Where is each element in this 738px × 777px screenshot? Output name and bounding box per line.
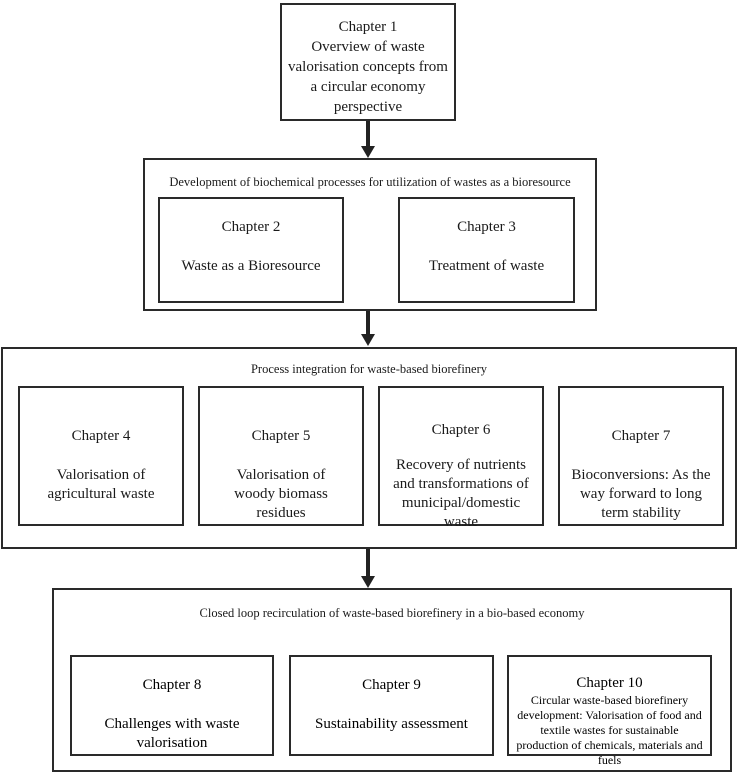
chapter-label: Chapter 6 [431,422,491,438]
chapter-label: Chapter 7 [611,428,671,444]
group-biochemical-processes: Development of biochemical processes for… [143,158,597,311]
group-title: Closed loop recirculation of waste-based… [199,606,585,620]
arrow-3-line [366,549,370,577]
chapter-desc: Challenges with waste valorisation [104,716,240,751]
chapter-desc: Treatment of waste [428,258,545,274]
arrow-3-head-icon [361,576,375,588]
chapter-label: Chapter 1 [338,19,398,35]
chapter-label: Chapter 5 [251,428,311,444]
chapter-8-card: Chapter 8 Challenges with waste valorisa… [70,655,274,756]
chapter-desc: Bioconversions: As the way forward to lo… [571,467,711,521]
arrow-2-line [366,311,370,335]
group-process-integration: Process integration for waste-based bior… [1,347,737,549]
chapter-desc: Valorisation of agricultural waste [47,467,155,502]
chapter-desc: Valorisation of woody biomass residues [234,467,328,521]
chapter-label: Chapter 3 [457,219,516,235]
chapter-label: Chapter 4 [71,428,131,444]
chapter-2-box: Chapter 2 Waste as a Bioresource [158,197,344,303]
chapter-1-box: Chapter 1 Overview of waste valorisation… [280,3,456,121]
chapter-9-card: Chapter 9 Sustainability assessment [289,655,494,756]
chapter-7-box: Chapter 7 Bioconversions: As the way for… [558,386,724,526]
chapter-label: Chapter 9 [362,677,421,693]
chapter-3-box: Chapter 3 Treatment of waste [398,197,575,303]
chapter-10-card: Chapter 10 Circular waste-based biorefin… [507,655,712,767]
group-closed-loop: Closed loop recirculation of waste-based… [52,588,732,772]
chapter-desc: Sustainability assessment [315,716,468,732]
group-title: Process integration for waste-based bior… [250,362,488,376]
chapter-desc: Waste as a Bioresource [181,258,321,274]
chapter-4-box: Chapter 4 Valorisation of agricultural w… [18,386,184,526]
chapter-desc: Overview of waste valorisation concepts … [288,39,448,115]
chapter-desc: Circular waste-based biorefinery develop… [516,693,703,767]
chapter-desc: Recovery of nutrients and transformation… [393,457,529,530]
chapter-label: Chapter 10 [576,675,643,691]
chapter-5-box: Chapter 5 Valorisation of woody biomass … [198,386,364,526]
chapter-label: Chapter 2 [221,219,281,235]
arrow-1-head-icon [361,146,375,158]
chapter-6-box: Chapter 6 Recovery of nutrients and tran… [378,386,544,530]
group-title: Development of biochemical processes for… [169,175,571,189]
arrow-1-line [366,121,370,147]
chapter-label: Chapter 8 [142,677,202,693]
arrow-2-head-icon [361,334,375,346]
